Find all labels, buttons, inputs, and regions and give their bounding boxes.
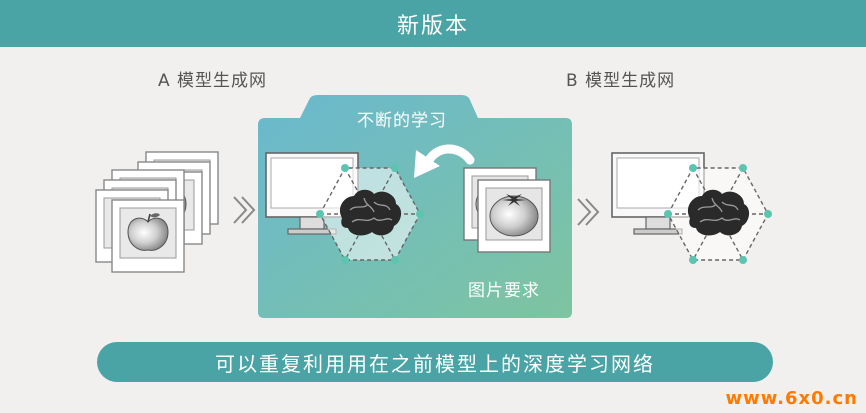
tomato-photo-icon xyxy=(463,167,551,253)
footer-caption: 可以重复利用用在之前模型上的深度学习网络 xyxy=(215,351,655,376)
photo-stack-icon xyxy=(95,151,219,273)
model-b-label: B 模型生成网 xyxy=(566,71,676,91)
chevron-right-icon xyxy=(577,198,600,226)
footer-caption-bar: 可以重复利用用在之前模型上的深度学习网络 xyxy=(97,342,773,382)
image-requirement-label: 图片要求 xyxy=(468,281,540,301)
curved-arrow-icon xyxy=(414,144,475,178)
learning-panel-title: 不断的学习 xyxy=(357,111,447,131)
header-bar: 新版本 xyxy=(0,0,866,47)
model-a-label: A 模型生成网 xyxy=(158,71,268,91)
chevron-right-icon xyxy=(233,196,256,224)
watermark: www.6x0.cn xyxy=(725,388,858,409)
header-title: 新版本 xyxy=(396,13,469,39)
